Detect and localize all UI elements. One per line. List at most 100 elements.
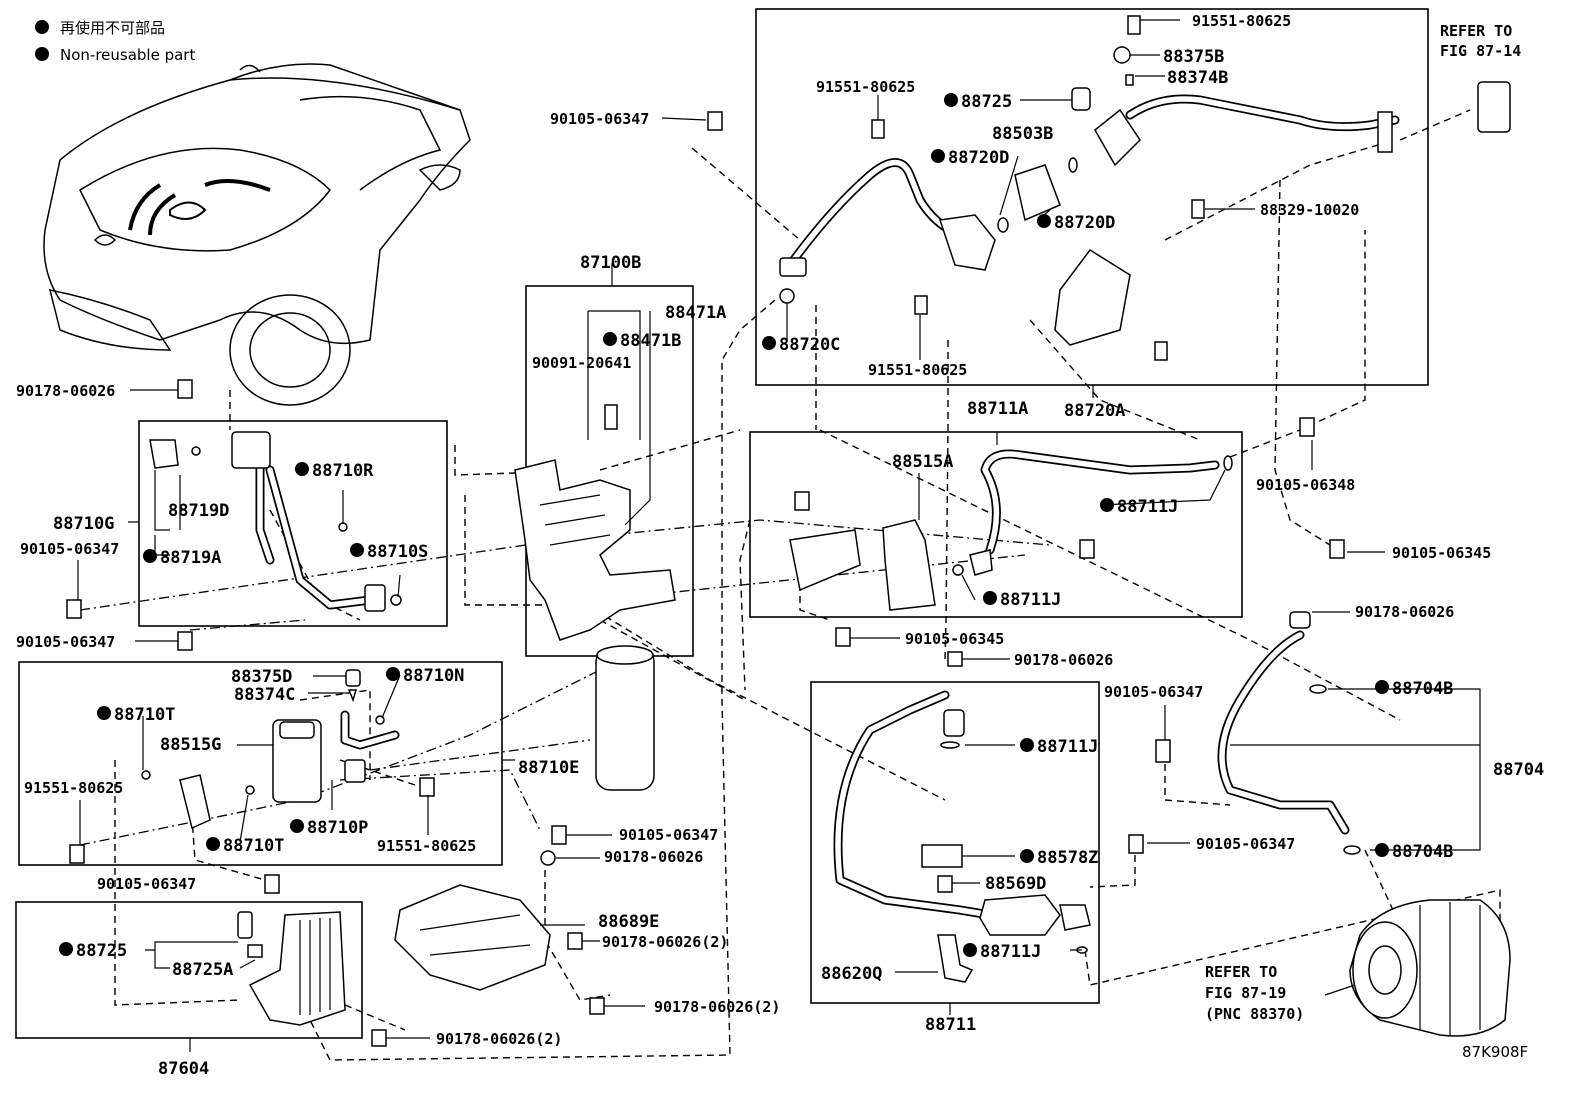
part-number-label: 90105-06347 (20, 540, 119, 558)
nut-icon (540, 850, 556, 866)
bracket-87100b-parts (514, 310, 676, 791)
part-number-label: 88711J (1000, 590, 1061, 610)
part-number-label: 88725A (172, 960, 233, 980)
non-reusable-bullet-icon (350, 543, 364, 557)
part-number-label: 90178-06026 (604, 848, 703, 866)
figure-id: 87K908F (1462, 1043, 1528, 1061)
non-reusable-bullet-icon (295, 462, 309, 476)
clip-88569d-icon (937, 875, 953, 893)
non-reusable-bullet-icon (206, 837, 220, 851)
dryer-cartridge-icon (595, 647, 655, 791)
screw-icon (604, 404, 618, 430)
non-reusable-bullet-icon (1375, 680, 1389, 694)
non-reusable-bullet-icon (1375, 843, 1389, 857)
valve-88710e-parts (69, 669, 435, 864)
legend-en-text: Non-reusable part (60, 46, 195, 64)
bolt-icon (1154, 341, 1168, 361)
hose-88711-box (810, 681, 1100, 1004)
receiver-88503b-icon (1014, 164, 1061, 222)
bolt-icon (871, 119, 885, 139)
top-hose-group-box (755, 8, 1429, 386)
clip-icon (149, 439, 179, 469)
part-number-label: 90105-06347 (619, 826, 718, 844)
hose-fitting-icon (1059, 904, 1091, 931)
bolt-icon (69, 844, 85, 864)
muffler-icon (979, 894, 1061, 936)
pipe-88710g-parts (66, 379, 402, 651)
nut-icon (371, 1029, 387, 1047)
bolt-icon (1329, 539, 1345, 559)
part-number-label: 88471B (620, 331, 681, 351)
legend: 再使用不可部品 Non-reusable part (35, 19, 195, 64)
non-reusable-bullet-icon (97, 706, 111, 720)
part-number-label: 88515G (160, 735, 221, 755)
part-number-label: 90105-06348 (1256, 476, 1355, 494)
hose-fitting-icon (779, 257, 807, 277)
condenser-bracket-icon (514, 459, 676, 641)
o-ring-icon (390, 594, 402, 606)
non-reusable-bullet-icon (1020, 849, 1034, 863)
nut-icon (1289, 611, 1311, 629)
part-number-label: 90105-06347 (97, 875, 196, 893)
o-ring-icon (338, 522, 348, 532)
part-number-label: 88710G (53, 514, 114, 534)
part-number-label: 88578Z (1037, 848, 1098, 868)
hose-88711-parts (833, 651, 1144, 983)
o-ring-icon (952, 564, 964, 576)
evaporator-87604-parts (237, 911, 346, 1026)
part-number-label: 88704 (1493, 760, 1544, 780)
non-reusable-bullet-icon (963, 943, 977, 957)
valve-88710e-box (18, 661, 503, 866)
part-number-label: 88503B (992, 124, 1053, 144)
part-number-label: 88375B (1163, 47, 1224, 67)
non-reusable-bullet-icon (290, 819, 304, 833)
pipe-joint-icon (364, 584, 386, 612)
leader-lines (77, 19, 1481, 1052)
vehicle-illustration (43, 63, 471, 406)
pressure-switch-icon (1071, 87, 1091, 111)
part-number-label: 90105-06347 (1104, 683, 1203, 701)
part-number-label: 88704B (1392, 842, 1453, 862)
nut-icon (567, 932, 583, 950)
part-number-label: 90105-06347 (1196, 835, 1295, 853)
non-reusable-bullet-icon (35, 47, 49, 61)
bolt-icon (419, 777, 435, 797)
clip-88725a-icon (247, 944, 263, 958)
part-number-label: 88515A (892, 452, 953, 472)
part-number-label: 90105-06347 (16, 633, 115, 651)
thermistor-88725-icon (237, 911, 253, 939)
part-number-label: 88720C (779, 335, 840, 355)
hose-88711a-box (749, 431, 1243, 618)
part-number-label: 91551-80625 (377, 837, 476, 855)
refer-top-line1: REFER TO (1440, 22, 1512, 40)
bolt-icon (66, 599, 82, 619)
part-number-label: 91551-80625 (868, 361, 967, 379)
non-reusable-bullet-icon (35, 20, 49, 34)
part-number-label: 88710S (367, 542, 428, 562)
part-number-label: 88710N (403, 666, 464, 686)
part-number-label: 88704B (1392, 679, 1453, 699)
non-reusable-bullet-icon (983, 591, 997, 605)
bolt-icon (1299, 417, 1315, 437)
part-number-label: 90178-06026(2) (436, 1030, 562, 1048)
part-number-label: 90105-06345 (1392, 544, 1491, 562)
top-box-parts (707, 15, 1511, 361)
nut-icon (947, 651, 963, 667)
bracket-icon (179, 774, 211, 830)
nut-icon (589, 997, 605, 1015)
part-number-label: 88711J (980, 942, 1041, 962)
cap-88375d-icon (345, 669, 361, 687)
o-ring-icon (1309, 684, 1327, 694)
bolt-icon (1191, 199, 1205, 219)
part-number-label: 88711J (1037, 737, 1098, 757)
part-number-label: 88719D (168, 501, 229, 521)
part-labels: 90105-06347 91551-80625 88375B 88374B 91… (16, 12, 1544, 1079)
bracket-88720a-icon (1054, 248, 1131, 346)
o-ring-icon (245, 785, 255, 795)
part-number-label: 88720A (1064, 401, 1125, 421)
hose-88711a-parts (789, 417, 1345, 647)
insulator-88578z-icon (921, 844, 963, 868)
bolt-icon (835, 627, 851, 647)
part-number-label: 90091-20641 (532, 354, 631, 372)
